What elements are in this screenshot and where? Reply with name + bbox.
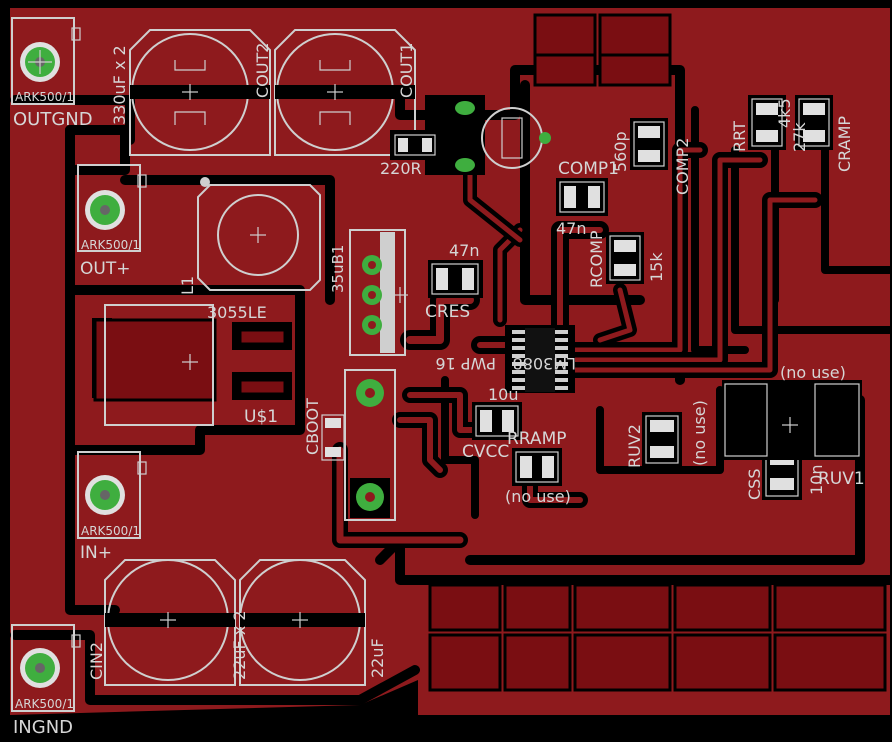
label-cvcc-value: 10u	[488, 385, 519, 404]
capacitor-cin1	[239, 559, 366, 686]
label-ark-4: ARK500/1	[15, 697, 74, 711]
power-pad-array	[428, 13, 887, 692]
label-out-plus: OUT+	[80, 259, 130, 279]
label-cin-value: 22uF x 2	[230, 610, 249, 680]
label-cout2: COUT2	[253, 43, 272, 98]
label-ark-1: ARK500/1	[15, 90, 74, 104]
label-ic-marking2: LM3088	[513, 354, 576, 373]
label-ruv1: RUV1	[818, 469, 865, 489]
terminal-ark-3	[77, 451, 147, 539]
label-u1: U$1	[244, 407, 278, 427]
label-ruv2: RUV2	[625, 424, 644, 468]
smd-rramp	[512, 448, 562, 486]
label-cramp: CRAMP	[835, 116, 854, 172]
smd-rcomp	[606, 232, 644, 284]
smd-cres	[428, 260, 483, 298]
label-cout1: COUT1	[397, 43, 416, 98]
label-comp2: COMP2	[673, 138, 692, 195]
smd-cvcc	[472, 402, 522, 440]
label-l1-value: 3055LE	[207, 303, 267, 322]
label-rramp-value: 27k	[790, 122, 809, 152]
smd-comp1	[556, 178, 608, 216]
diode-35ub1	[349, 229, 408, 356]
label-comp1: COMP1	[558, 159, 619, 179]
terminal-ark-1	[11, 17, 81, 105]
label-ingnd: INGND	[13, 717, 73, 738]
smd-220r	[390, 130, 440, 160]
mosfet-u1	[92, 304, 292, 426]
label-no-use-2: (no use)	[690, 400, 709, 466]
label-cin1-value: 22uF	[368, 638, 387, 678]
signal-traces	[332, 138, 823, 548]
label-rramp: RRAMP	[507, 429, 566, 449]
terminal-ark-2	[77, 164, 147, 252]
smd-ruv2	[642, 412, 682, 467]
label-in-plus: IN+	[80, 543, 112, 563]
label-rrt: RRT	[730, 121, 749, 152]
capacitor-cin2	[104, 559, 236, 686]
capacitor-cboot	[321, 369, 396, 521]
label-css-value: 10n	[807, 465, 826, 496]
label-cres: CRES	[425, 302, 470, 322]
inductor-l1	[197, 177, 321, 291]
label-ark-2: ARK500/1	[81, 238, 140, 252]
label-cin2: CIN2	[87, 642, 106, 680]
ic-lm3088	[505, 325, 575, 393]
label-rcomp-value: 15k	[647, 252, 666, 282]
label-outgnd: OUTGND	[13, 109, 93, 130]
label-cvcc: CVCC	[462, 442, 509, 462]
label-rcomp: RCOMP	[587, 230, 606, 288]
terminal-ark-4	[11, 624, 81, 712]
label-css: CSS	[745, 469, 764, 500]
label-cout-value: 330uF x 2	[110, 45, 129, 125]
label-rrt-value: 4k5	[775, 98, 794, 128]
label-comp1-value: 47n	[556, 219, 587, 238]
label-l1: L1	[178, 276, 197, 295]
capacitor-cout2	[129, 29, 271, 156]
label-cboot: CBOOT	[303, 398, 322, 455]
label-no-use-1: (no use)	[505, 487, 571, 506]
smd-cramp	[795, 95, 833, 150]
smd-comp2	[630, 118, 668, 170]
label-ark-3: ARK500/1	[81, 524, 140, 538]
label-cres-value: 47n	[449, 241, 480, 260]
label-35ub1: 35uB1	[329, 245, 347, 293]
label-ic-marking: PWP 16	[435, 354, 496, 373]
label-220r: 220R	[380, 159, 422, 178]
label-comp2-value: 560p	[611, 131, 630, 172]
smd-ruv1-block	[722, 380, 862, 460]
label-no-use-3: (no use)	[780, 363, 846, 382]
silkscreen-labels: OUTGND ARK500/1 OUT+ ARK500/1 IN+ ARK500…	[13, 43, 865, 738]
smd-rrt	[748, 95, 786, 150]
